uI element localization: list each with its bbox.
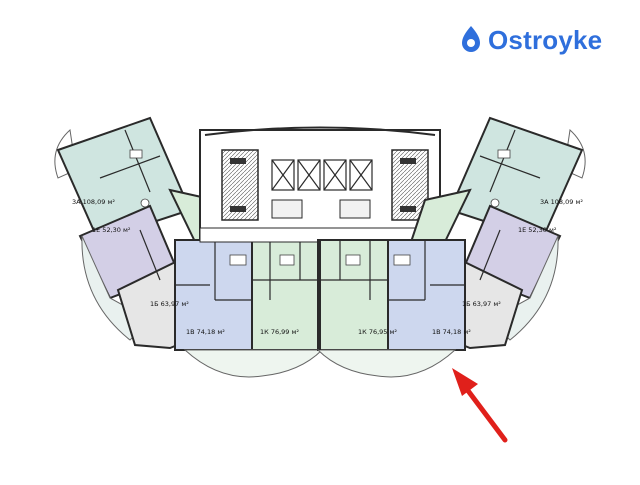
apartment-labels: 3А 108,09 м² 1Е 52,30 м² 1Б 63,97 м² 1В … bbox=[72, 198, 583, 336]
red-arrow-icon bbox=[452, 368, 508, 443]
left-partitions bbox=[99, 129, 322, 301]
brand-logo: Ostroyke bbox=[460, 20, 620, 60]
label-right-1e: 1Е 52,30 м² bbox=[518, 226, 557, 234]
brand-name: Ostroyke bbox=[488, 24, 603, 55]
label-left-1e: 1Е 52,30 м² bbox=[92, 226, 131, 234]
label-left-1v: 1В 74,18 м² bbox=[186, 328, 225, 336]
label-left-1k: 1К 76,99 м² bbox=[260, 328, 299, 336]
service-shafts bbox=[271, 199, 371, 219]
label-left-3a: 3А 108,09 м² bbox=[72, 198, 115, 206]
ostroyke-logo-icon bbox=[462, 26, 480, 52]
right-wing bbox=[316, 116, 586, 378]
label-right-1k: 1К 76,95 м² bbox=[358, 328, 397, 336]
right-partitions bbox=[318, 129, 541, 301]
left-fixtures bbox=[129, 149, 295, 266]
left-bottom-round-balcony bbox=[183, 349, 324, 378]
center-canopy bbox=[204, 126, 436, 136]
right-bottom-round-balcony bbox=[316, 349, 457, 378]
label-right-1v: 1В 74,18 м² bbox=[432, 328, 471, 336]
core-tags bbox=[230, 158, 416, 212]
right-fixtures bbox=[345, 149, 511, 266]
elevators bbox=[271, 159, 373, 191]
label-left-1b: 1Б 63,97 м² bbox=[150, 300, 189, 308]
label-right-1b: 1Б 63,97 м² bbox=[462, 300, 501, 308]
label-right-3a: 3А 108,09 м² bbox=[540, 198, 583, 206]
center-core bbox=[199, 126, 441, 243]
